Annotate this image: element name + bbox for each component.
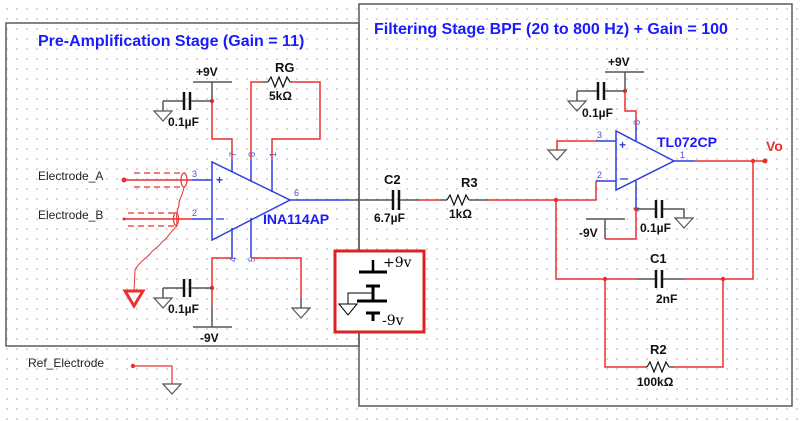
capacitor-ina-pos[interactable] bbox=[152, 92, 212, 122]
wire-pin7 bbox=[211, 101, 233, 160]
c2-name: C2 bbox=[384, 172, 401, 187]
ina-part-name: INA114AP bbox=[263, 211, 329, 227]
svg-text:1: 1 bbox=[680, 150, 685, 160]
rg-name: RG bbox=[275, 60, 295, 75]
svg-text:1: 1 bbox=[268, 152, 278, 157]
filter-stage-title: Filtering Stage BPF (20 to 800 Hz) + Gai… bbox=[374, 21, 728, 38]
preamp-stage-title: Pre-Amplification Stage (Gain = 11) bbox=[38, 33, 304, 50]
ground-icon bbox=[337, 303, 359, 316]
svg-text:8: 8 bbox=[632, 120, 642, 125]
ground-icon bbox=[152, 110, 174, 122]
svg-text:4: 4 bbox=[228, 257, 238, 262]
c2-value: 6.7µF bbox=[374, 211, 405, 225]
capacitor-tl-neg[interactable] bbox=[636, 200, 695, 229]
ground-icon bbox=[152, 297, 174, 309]
capacitor-c2[interactable] bbox=[391, 190, 401, 210]
rg-value: 5kΩ bbox=[269, 89, 292, 103]
output-terminal[interactable] bbox=[762, 158, 768, 164]
legend-neg-label: -9v bbox=[382, 313, 404, 329]
ina-neg-supply-label: -9V bbox=[200, 331, 219, 345]
ground-icon bbox=[673, 217, 695, 229]
tl-pos-supply-label: +9V bbox=[608, 55, 630, 69]
r3-name: R3 bbox=[461, 175, 478, 190]
ref-electrode-label: Ref_Electrode bbox=[28, 356, 104, 370]
ina-pos-supply-label: +9V bbox=[196, 65, 218, 79]
cap-tl-neg-value: 0.1µF bbox=[640, 221, 671, 235]
preamp-stage-frame bbox=[5, 22, 360, 347]
cap-ina-pos-value: 0.1µF bbox=[168, 115, 199, 129]
ina114ap-amplifier[interactable]: + bbox=[192, 160, 292, 258]
cap-ina-neg-value: 0.1µF bbox=[168, 302, 199, 316]
tl072cp-opamp[interactable]: + bbox=[596, 125, 695, 208]
svg-text:+: + bbox=[619, 138, 626, 152]
svg-text:3: 3 bbox=[597, 130, 602, 140]
cap-tl-pos-value: 0.1µF bbox=[582, 106, 613, 120]
capacitor-tl-pos[interactable] bbox=[566, 82, 625, 112]
electrode-a-label: Electrode_A bbox=[38, 169, 103, 183]
r2-name: R2 bbox=[650, 342, 667, 357]
svg-text:7: 7 bbox=[228, 152, 238, 157]
resistor-r3[interactable] bbox=[440, 193, 487, 207]
tl-neg-supply-label: -9V bbox=[579, 226, 598, 240]
filter-stage-frame bbox=[358, 3, 793, 407]
shield-ground-wire bbox=[133, 186, 185, 293]
resistor-rg[interactable] bbox=[262, 75, 292, 89]
c1-value: 2nF bbox=[656, 292, 677, 306]
c1-name: C1 bbox=[650, 251, 667, 266]
legend-pos-label: +9v bbox=[383, 255, 412, 271]
capacitor-c1[interactable] bbox=[636, 270, 684, 288]
shield-ground-icon bbox=[122, 289, 146, 309]
svg-text:2: 2 bbox=[597, 170, 602, 180]
svg-text:5: 5 bbox=[247, 257, 257, 262]
ground-icon bbox=[546, 149, 568, 161]
svg-text:6: 6 bbox=[294, 188, 299, 198]
svg-text:3: 3 bbox=[192, 169, 197, 179]
output-label: Vo bbox=[766, 138, 783, 154]
tl072-part-name: TL072CP bbox=[657, 134, 717, 150]
electrode-b-label: Electrode_B bbox=[38, 208, 103, 222]
ground-icon bbox=[290, 307, 312, 319]
svg-text:+: + bbox=[216, 173, 223, 187]
ground-icon bbox=[566, 100, 588, 112]
ground-icon bbox=[161, 383, 183, 395]
shield-b-icon bbox=[172, 211, 180, 227]
r3-value: 1kΩ bbox=[449, 207, 472, 221]
capacitor-ina-neg[interactable] bbox=[152, 279, 212, 309]
svg-text:8: 8 bbox=[247, 152, 257, 157]
resistor-r2[interactable] bbox=[645, 360, 674, 374]
r2-value: 100kΩ bbox=[637, 375, 674, 389]
dual-supply-legend bbox=[333, 249, 426, 334]
svg-text:2: 2 bbox=[192, 208, 197, 218]
